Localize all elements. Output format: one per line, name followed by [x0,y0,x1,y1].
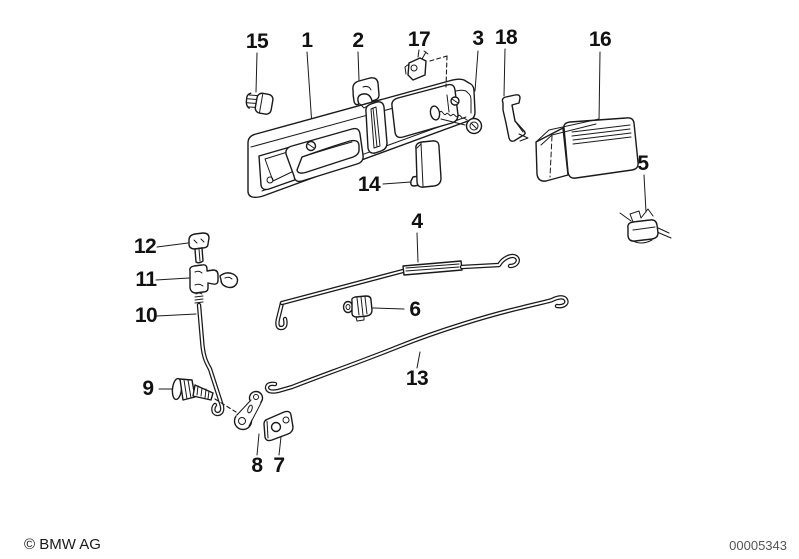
part-3-screw-drawing [439,110,483,135]
part-10-rod-drawing [194,292,225,417]
part-5-clip-drawing [619,208,672,244]
part-callout-18: 18 [494,26,518,49]
part-17-switch-drawing [404,50,448,88]
part-2-clip-drawing [352,77,380,109]
part-callout-15: 15 [245,30,269,53]
part-1-escutcheon-drawing [247,78,476,199]
part-callout-8: 8 [251,454,263,477]
part-14-cover-drawing [410,140,442,188]
part-callout-9: 9 [142,377,154,400]
part-12-pin-drawing [188,232,210,264]
part-16-pocket-drawing [535,117,639,182]
part-8-lever-drawing [233,390,264,431]
part-callout-3: 3 [472,27,484,50]
leader-lines [155,48,647,456]
image-number-text: 00005343 [729,538,787,553]
part-callout-7: 7 [273,454,285,477]
part-callout-6: 6 [409,298,421,321]
part-callout-14: 14 [357,173,381,196]
part-callout-1: 1 [301,29,313,52]
part-callout-16: 16 [588,28,612,51]
copyright-text: © BMW AG [24,536,101,553]
part-13-rod-drawing [264,295,569,394]
part-callout-17: 17 [407,28,431,51]
part-6-grommet-drawing [342,295,373,322]
part-callout-11: 11 [135,268,157,291]
part-callout-10: 10 [134,304,158,327]
part-7-plate-drawing [263,410,294,442]
part-callout-2: 2 [352,29,364,52]
part-callout-4: 4 [411,210,423,233]
part-4-rod-drawing [275,253,520,331]
part-callout-5: 5 [637,152,649,175]
part-15-plug-screw-drawing [245,92,274,115]
part-callout-12: 12 [133,235,157,258]
part-18-bracket-drawing [501,94,529,142]
part-callout-13: 13 [405,367,429,390]
part-11-clip-drawing [189,264,239,294]
part-9-bolt-drawing [171,377,237,413]
